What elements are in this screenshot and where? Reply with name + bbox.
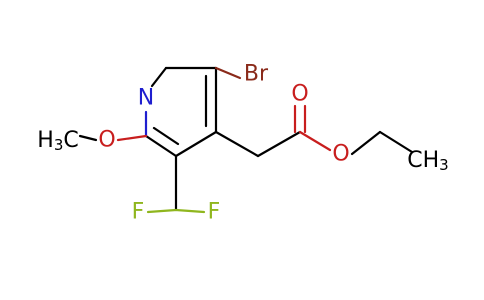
atom-br-label: Br [244,62,269,87]
methyl-c: C [63,128,78,153]
ethyl-ch: CH [407,148,439,173]
bond-c-f1 [146,208,178,214]
atom-ethyl-ch3-label: CH3 [407,148,448,175]
methyl-h: H [37,128,54,153]
bond-c-o-ester [298,130,332,152]
bond-c5-br [214,66,242,80]
bond-c4-ch2 [214,130,260,158]
bond-ch2-ch3 [378,130,414,154]
atom-n-label: N [138,86,154,111]
bond-c4-c3 [174,130,218,158]
bond-ch2-cco [256,130,302,158]
atom-methyl-label: H3C [37,128,78,155]
atom-f2-label: F [208,200,221,225]
bond-c3-c2-inner [152,126,180,146]
ethyl-sub: 3 [439,156,449,174]
bond-o-ch2 [350,130,382,156]
atom-o-carbonyl-label: O [291,82,308,107]
atom-f1-label: F [132,200,145,225]
bond-c6-n-segment [150,66,168,88]
bond-c-f2 [174,208,206,214]
bond-c3-c2 [144,134,178,158]
atom-o-ester-label: O [332,142,349,167]
bond-c2-o [116,134,148,142]
bond-o-methyl [78,134,98,142]
atom-o-methoxy-label: O [98,128,115,153]
methyl-sub: 3 [54,136,64,154]
